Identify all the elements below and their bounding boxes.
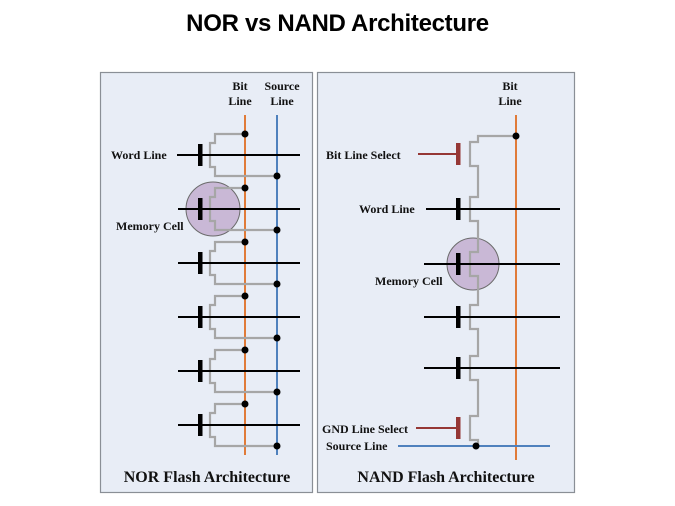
nand-gnd-line-select-label: GND Line Select: [322, 422, 408, 436]
nor-word-line-label: Word Line: [111, 148, 167, 162]
nor-memory-cell: [178, 238, 300, 288]
source-line-contact: [273, 226, 281, 234]
nand-memory-cell-label: Memory Cell: [375, 274, 443, 288]
gate-icon: [198, 198, 203, 220]
gate-icon: [198, 252, 203, 274]
bit-line-contact: [241, 292, 249, 300]
gate-icon: [198, 414, 203, 436]
source-line-contact: [273, 388, 281, 396]
nand-memory-cell: [424, 253, 560, 275]
page-title: NOR vs NAND Architecture: [186, 10, 489, 37]
source-line-contact: [273, 442, 281, 450]
nand-panel: [316, 71, 576, 494]
nand-word-line-label: Word Line: [359, 202, 415, 216]
nand-memory-cell: [424, 306, 560, 328]
nor-memory-cell: [177, 130, 300, 180]
source-line-contact: [273, 280, 281, 288]
gate-icon: [456, 143, 461, 165]
nand-bit-line-label-1: Bit: [502, 79, 517, 93]
gate-icon: [456, 253, 461, 275]
nand-memory-cell: [426, 198, 560, 220]
nor-memory-cell: [178, 292, 300, 342]
nor-caption: NOR Flash Architecture: [124, 469, 291, 486]
nor-memory-cell-label: Memory Cell: [116, 219, 184, 233]
nor-circuit: [177, 115, 300, 455]
bit-line-select-gate: [418, 143, 461, 165]
nand-source-line-label: Source Line: [326, 439, 388, 453]
source-line-contact: [273, 172, 281, 180]
nor-source-line-label-1: Source: [264, 79, 300, 93]
nand-bit-line-label-2: Line: [498, 94, 522, 108]
source-line-contact: [472, 442, 480, 450]
nor-memory-cell: [178, 400, 300, 450]
gate-icon: [198, 306, 203, 328]
nor-bit-line-label-2: Line: [228, 94, 252, 108]
gnd-line-select-gate: [416, 417, 461, 439]
nand-circuit: [398, 115, 560, 460]
nand-string: [468, 134, 516, 448]
nor-source-line-label-2: Line: [270, 94, 294, 108]
gate-icon: [456, 417, 461, 439]
gate-icon: [198, 144, 203, 166]
nor-panel: [99, 71, 314, 494]
bit-line-contact: [241, 130, 249, 138]
bit-line-contact: [241, 400, 249, 408]
gate-icon: [456, 357, 461, 379]
nor-bit-line-label-1: Bit: [232, 79, 247, 93]
nand-bit-line-select-label: Bit Line Select: [326, 148, 401, 162]
source-line-contact: [273, 334, 281, 342]
nand-caption: NAND Flash Architecture: [357, 469, 534, 486]
nor-memory-cell: [178, 346, 300, 396]
nor-memory-cell: [178, 184, 300, 234]
gate-icon: [456, 306, 461, 328]
bit-line-contact: [241, 346, 249, 354]
bit-line-contact: [241, 184, 249, 192]
gate-icon: [456, 198, 461, 220]
gate-icon: [198, 360, 203, 382]
bit-line-contact: [512, 132, 520, 140]
nand-memory-cell: [424, 357, 560, 379]
bit-line-contact: [241, 238, 249, 246]
